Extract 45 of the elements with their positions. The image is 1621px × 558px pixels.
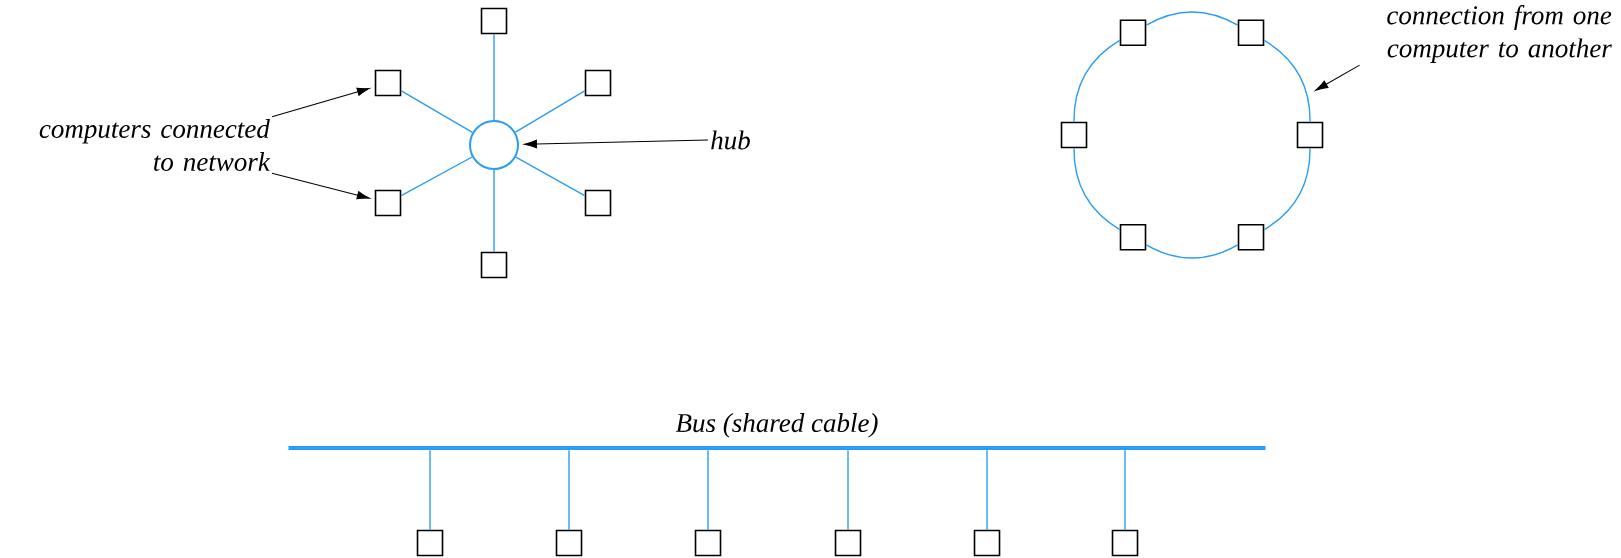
computer-box bbox=[584, 69, 612, 97]
ring-cable bbox=[1263, 147, 1311, 231]
annotation-text: hub bbox=[711, 130, 750, 150]
annotation-text: connection from one computer to another bbox=[1387, 5, 1612, 63]
computer-box bbox=[555, 529, 583, 557]
bus-cable: Bus (shared cable) bbox=[288, 413, 1266, 450]
hub-circle bbox=[469, 120, 519, 170]
computer-box bbox=[1296, 121, 1324, 149]
drop-cable bbox=[568, 449, 570, 531]
computer-box bbox=[374, 189, 402, 217]
leader-arrow bbox=[271, 172, 370, 200]
leader-arrow bbox=[1315, 64, 1361, 91]
drop-cable bbox=[847, 449, 849, 531]
annotation-text: computers connected to network bbox=[39, 119, 271, 171]
spoke-cable bbox=[515, 156, 586, 197]
computer-box bbox=[1237, 223, 1265, 251]
computer-box bbox=[1119, 223, 1147, 251]
node-label: Bus (shared cable) bbox=[675, 413, 878, 438]
drop-cable bbox=[429, 449, 431, 531]
computer-box bbox=[1119, 19, 1147, 47]
ring-cable bbox=[1073, 147, 1121, 231]
drop-cable bbox=[986, 449, 988, 531]
computer-box bbox=[584, 189, 612, 217]
leader-arrow bbox=[524, 139, 709, 149]
spoke-cable bbox=[493, 33, 495, 121]
computer-box bbox=[374, 69, 402, 97]
ring-cable bbox=[1073, 39, 1121, 123]
ring-cable bbox=[1263, 39, 1311, 123]
ring-cable bbox=[1145, 244, 1239, 259]
computer-box bbox=[1237, 19, 1265, 47]
drop-cable bbox=[707, 449, 709, 531]
computer-box bbox=[480, 251, 508, 279]
computer-box bbox=[973, 529, 1001, 557]
computer-box bbox=[416, 529, 444, 557]
spoke-cable bbox=[400, 156, 473, 197]
computer-box bbox=[1111, 529, 1139, 557]
spoke-cable bbox=[400, 90, 474, 134]
computer-box bbox=[1060, 121, 1088, 149]
spoke-cable bbox=[493, 169, 495, 253]
computer-box bbox=[480, 7, 508, 35]
computer-box bbox=[694, 529, 722, 557]
drop-cable bbox=[1124, 449, 1126, 531]
spoke-cable bbox=[514, 90, 586, 133]
ring-cable bbox=[1145, 11, 1239, 26]
computer-box bbox=[834, 529, 862, 557]
